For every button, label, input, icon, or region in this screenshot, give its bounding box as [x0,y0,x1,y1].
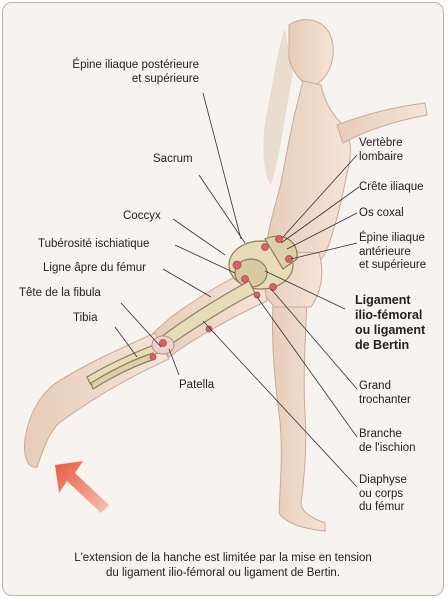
caption-line: L'extension de la hanche est limitée par… [3,551,443,566]
label-line: Épine iliaque [359,232,426,246]
label-coccyx: Coccyx [123,210,161,224]
label-os-coxal: Os coxal [359,207,404,221]
label-epine-posterieure: Épine iliaque postérieure et supérieure [33,59,199,86]
label-diaphyse-femur: Diaphyse ou corps du fémur [359,474,407,515]
label-line: et supérieure [359,259,426,273]
label-line: ilio-fémoral [355,308,425,323]
label-vertebre-lombaire: Vertèbre lombaire [359,137,403,164]
label-epine-anterieure: Épine iliaque antérieure et supérieure [359,232,426,273]
label-line: de Bertin [355,338,425,353]
label-sacrum: Sacrum [153,153,193,167]
label-branche-ischion: Branche de l'ischion [359,428,416,455]
label-line: de l'ischion [359,442,416,456]
label-line: Ligament [355,293,425,308]
label-tibia: Tibia [73,312,98,326]
label-ligament-ilio-femoral: Ligament ilio-fémoral ou ligament de Ber… [355,293,425,353]
label-line: du fémur [359,501,407,515]
label-line: antérieure [359,246,426,260]
label-crete-iliaque: Crête iliaque [359,181,424,195]
label-tete-fibula: Tête de la fibula [19,287,101,301]
label-tuberosite-ischiatique: Tubérosité ischiatique [38,238,149,252]
extension-arrow [55,461,109,513]
label-grand-trochanter: Grand trochanter [359,380,411,407]
label-line: Diaphyse [359,474,407,488]
label-line: trochanter [359,394,411,408]
label-patella: Patella [179,379,214,393]
label-line: Épine iliaque postérieure [33,59,199,73]
label-line: ou ligament [355,323,425,338]
figure-caption: L'extension de la hanche est limitée par… [3,551,443,580]
label-line: ou corps [359,488,407,502]
label-line: et supérieure [33,73,199,87]
caption-line: du ligament ilio-fémoral ou ligament de … [3,566,443,581]
label-line: lombaire [359,151,403,165]
label-line: Grand [359,380,411,394]
label-line: Vertèbre [359,137,403,151]
label-line: Branche [359,428,416,442]
label-ligne-apre: Ligne âpre du fémur [43,262,146,276]
figure-frame: Épine iliaque postérieure et supérieure … [2,2,444,596]
